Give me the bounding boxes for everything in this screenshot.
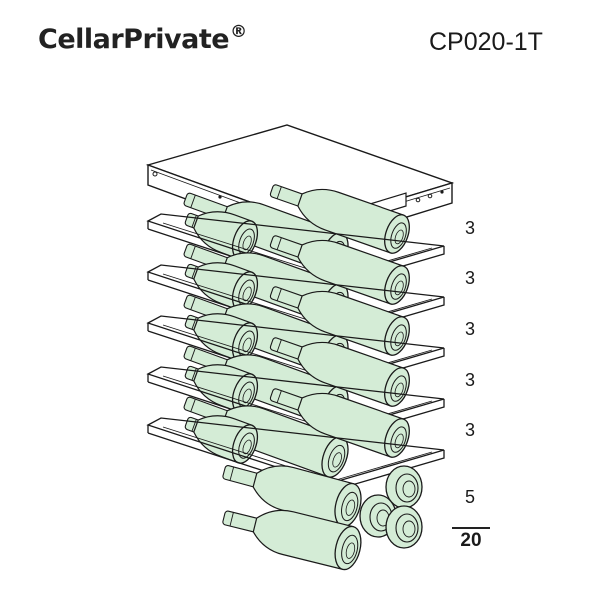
- registered-mark: ®: [230, 22, 247, 42]
- shelf-1-count: 3: [464, 218, 475, 238]
- model-number: CP020-1T: [429, 28, 543, 56]
- wine-shelf: [146, 337, 445, 442]
- shelf-5-count: 3: [464, 420, 475, 440]
- brand-logo: CellarPrivate®: [38, 22, 247, 55]
- shelf-3-count: 3: [464, 319, 475, 339]
- brand-name: CellarPrivate: [38, 24, 230, 55]
- base-count: 5: [464, 487, 475, 507]
- base-bottles: [222, 465, 423, 571]
- shelf-stack: [146, 184, 445, 493]
- shelf-2-count: 3: [464, 268, 475, 288]
- wine-shelf: [146, 388, 445, 493]
- total-divider: [452, 527, 490, 529]
- shelf-4-count: 3: [464, 370, 475, 390]
- total-count: 20: [460, 530, 482, 551]
